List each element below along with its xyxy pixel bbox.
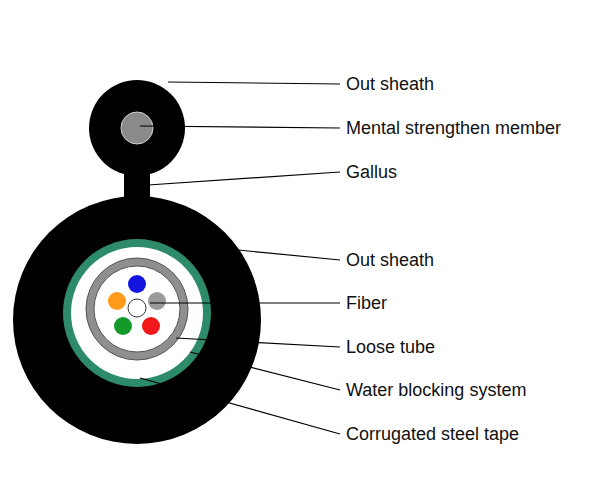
fiber-blue xyxy=(128,275,146,293)
part-label: Mental strengthen member xyxy=(346,117,561,139)
tube-inner xyxy=(94,266,180,352)
leader-line xyxy=(190,352,340,390)
water-blocking-layer xyxy=(71,247,203,379)
fiber-green xyxy=(114,317,132,335)
fiber-grey xyxy=(148,292,166,310)
part-label: Out sheath xyxy=(346,73,434,95)
leader-line xyxy=(168,82,340,84)
leader-line xyxy=(140,126,340,128)
part-label: Corrugated steel tape xyxy=(346,423,519,445)
part-label: Water blocking system xyxy=(346,379,526,401)
fiber-white xyxy=(128,299,146,317)
leader-line xyxy=(140,378,340,434)
loose-tube xyxy=(86,258,188,360)
leader-line xyxy=(176,338,340,347)
part-label: Loose tube xyxy=(346,336,435,358)
corrugated-steel-tape xyxy=(63,239,211,387)
part-label: Out sheath xyxy=(346,249,434,271)
leader-line xyxy=(228,249,340,260)
fiber-orange xyxy=(108,292,126,310)
leader-line xyxy=(148,172,340,185)
part-label: Gallus xyxy=(346,161,397,183)
strength-member xyxy=(121,112,153,144)
cable-sheath xyxy=(13,196,261,444)
fiber-red xyxy=(142,317,160,335)
part-label: Fiber xyxy=(346,292,387,314)
leader-line xyxy=(150,302,340,303)
messenger-sheath xyxy=(89,80,185,176)
